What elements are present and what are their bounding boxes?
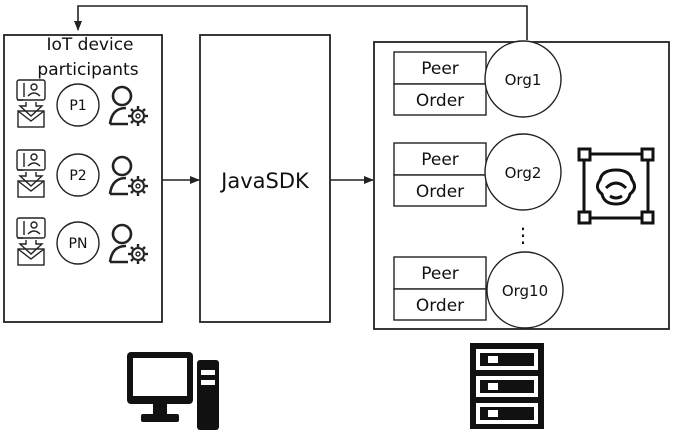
javasdk-box: JavaSDK xyxy=(199,34,331,323)
feedback-arrow xyxy=(74,5,528,40)
org-group-3: Peer Order Org10 xyxy=(393,251,564,329)
participant-label: PN xyxy=(69,236,88,252)
participant-label: P1 xyxy=(69,98,86,114)
user-gear-icon xyxy=(108,155,148,196)
org-node xyxy=(486,251,564,329)
participant-label: P2 xyxy=(69,168,86,184)
peer-label: Peer xyxy=(421,150,459,170)
panel-title-line1: IoT device xyxy=(46,35,133,55)
org-node xyxy=(484,133,562,211)
contacts-mail-icon xyxy=(16,217,46,266)
order-label: Order xyxy=(416,182,464,202)
order-box xyxy=(393,174,487,207)
participant-row-1: P1 xyxy=(16,79,148,128)
org-group-2: Peer Order Org2 xyxy=(393,133,562,211)
participant-node xyxy=(56,83,100,127)
peer-label: Peer xyxy=(421,264,459,284)
peer-box xyxy=(393,51,487,85)
participant-row-3: PN xyxy=(16,217,148,266)
peer-box xyxy=(393,256,487,290)
org-label: Org1 xyxy=(505,71,542,89)
order-box xyxy=(393,83,487,116)
monkey-scan-icon xyxy=(577,147,655,225)
peer-label: Peer xyxy=(421,59,459,79)
contacts-mail-icon xyxy=(16,79,46,128)
org-label: Org10 xyxy=(502,282,548,300)
contacts-mail-icon xyxy=(16,149,46,198)
peer-box xyxy=(393,142,487,176)
desktop-computer-icon xyxy=(127,352,219,430)
order-label: Order xyxy=(416,91,464,111)
order-label: Order xyxy=(416,296,464,316)
org-ellipsis: ⋮ xyxy=(513,223,533,247)
org-group-1: Peer Order Org1 xyxy=(393,40,562,118)
org-label: Org2 xyxy=(505,164,542,182)
participant-row-2: P2 xyxy=(16,149,148,198)
participant-node xyxy=(56,153,100,197)
javasdk-label: JavaSDK xyxy=(219,169,310,193)
server-rack-icon xyxy=(470,343,544,429)
org-node xyxy=(484,40,562,118)
panel-title-line2: participants xyxy=(37,60,138,80)
participant-node xyxy=(56,221,100,265)
user-gear-icon xyxy=(108,223,148,264)
user-gear-icon xyxy=(108,85,148,126)
order-box xyxy=(393,288,487,321)
